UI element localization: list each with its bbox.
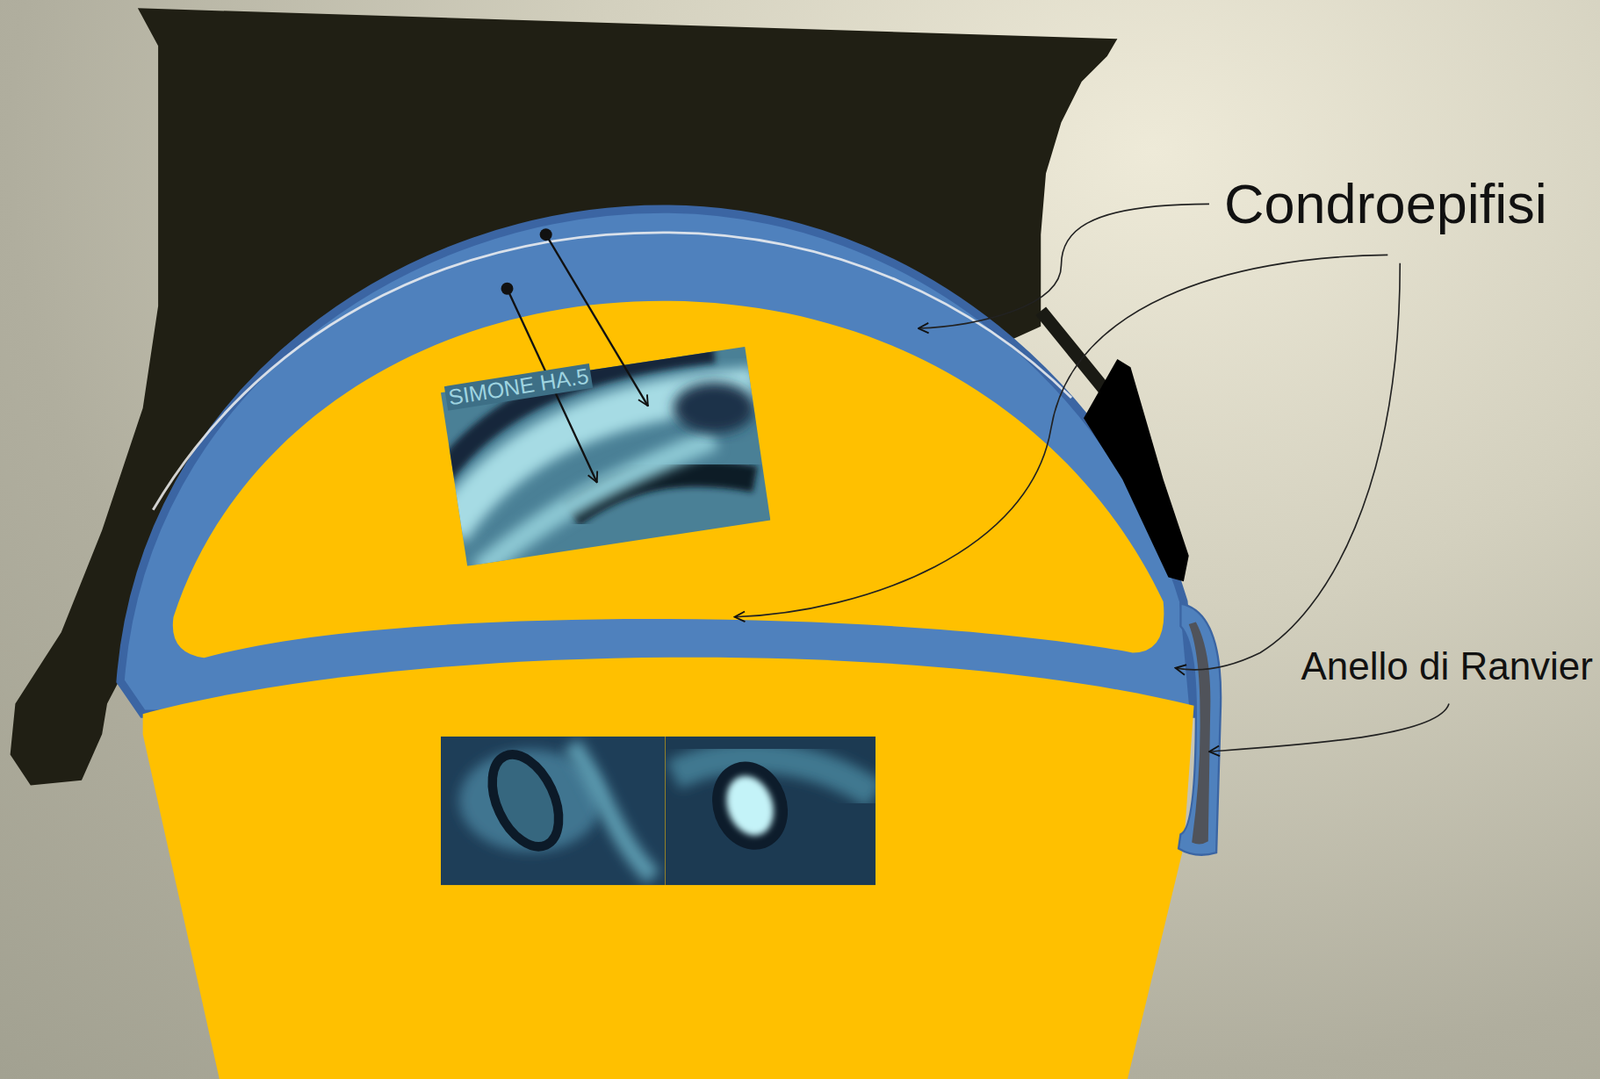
- mri-inset: [665, 736, 876, 887]
- ranvier-ring-inner: [1189, 622, 1211, 845]
- image-watermark: SIMONE HA.5: [444, 363, 593, 411]
- pointer-dot: [540, 228, 553, 241]
- cartilage-dome: [120, 209, 1194, 714]
- pointer-dot: [501, 282, 514, 296]
- mri-inset: [428, 336, 786, 582]
- structure-label: Condroepifisi: [1224, 173, 1548, 235]
- mri-inset: [440, 736, 666, 887]
- acetabular-rim: [1040, 310, 1108, 393]
- ranvier-ring: [1178, 604, 1221, 856]
- femoral-shaft: [143, 657, 1195, 1079]
- pointer-arrows: [507, 234, 649, 483]
- femoral-head-nucleus: [172, 301, 1165, 659]
- structure-label: Anello di Ranvier: [1300, 645, 1593, 688]
- labrum-shape: [1083, 359, 1190, 582]
